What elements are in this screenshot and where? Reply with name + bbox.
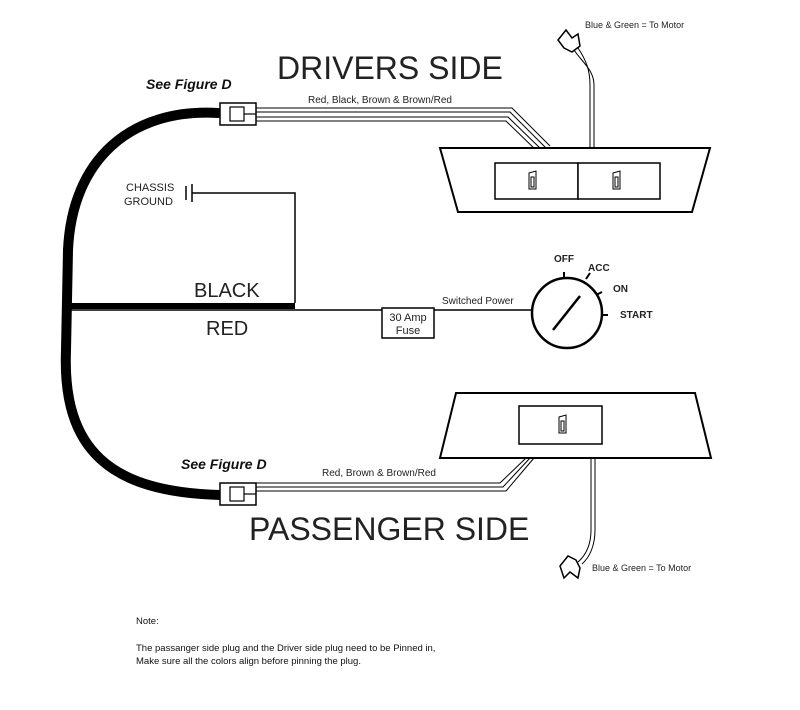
ignition-on-label: ON	[613, 284, 628, 295]
top-motor-label: Blue & Green = To Motor	[585, 20, 684, 30]
fuse-label-line1: 30 Amp	[389, 312, 426, 324]
ground-label: GROUND	[124, 196, 173, 208]
ignition-acc-label: ACC	[588, 263, 610, 274]
passenger-wire-colors-label: Red, Brown & Brown/Red	[322, 468, 436, 479]
ground-wire	[200, 192, 296, 303]
passenger-switch	[518, 405, 603, 445]
bottom-motor-plug-icon	[559, 555, 581, 580]
driver-switch-2	[577, 162, 661, 200]
top-motor-wires	[573, 47, 595, 148]
chassis-label: CHASSIS	[126, 182, 174, 194]
ignition-off-label: OFF	[554, 254, 574, 265]
passenger-plug-connector	[219, 482, 257, 506]
note-title: Note:	[136, 616, 159, 627]
passenger-rocker-icon	[558, 414, 567, 434]
see-figure-bottom: See Figure D	[181, 456, 267, 472]
passenger-wire-bundle	[256, 457, 535, 492]
top-motor-plug-icon	[557, 28, 581, 53]
fuse-label-line2: Fuse	[396, 325, 420, 337]
red-wire-label: RED	[206, 318, 248, 340]
ignition-switch	[530, 272, 608, 350]
note-line-1: The passanger side plug and the Driver s…	[136, 643, 436, 654]
drivers-side-title: DRIVERS SIDE	[277, 50, 503, 86]
switched-power-label: Switched Power	[442, 296, 514, 307]
driver-rocker-2-icon	[612, 170, 621, 190]
black-wire-label: BLACK	[194, 280, 260, 302]
bottom-motor-label: Blue & Green = To Motor	[592, 563, 691, 573]
driver-plug-connector	[219, 102, 257, 126]
passenger-side-title: PASSENGER SIDE	[249, 511, 529, 547]
driver-wire-bundle	[255, 107, 551, 153]
ignition-start-label: START	[620, 310, 653, 321]
note-line-2: Make sure all the colors align before pi…	[136, 656, 361, 667]
main-harness-cable	[60, 107, 225, 500]
see-figure-top: See Figure D	[146, 76, 232, 92]
driver-wire-colors-label: Red, Black, Brown & Brown/Red	[308, 95, 452, 106]
bottom-motor-wires	[577, 458, 596, 565]
fuse-box	[381, 307, 435, 339]
driver-rocker-1-icon	[528, 170, 537, 190]
